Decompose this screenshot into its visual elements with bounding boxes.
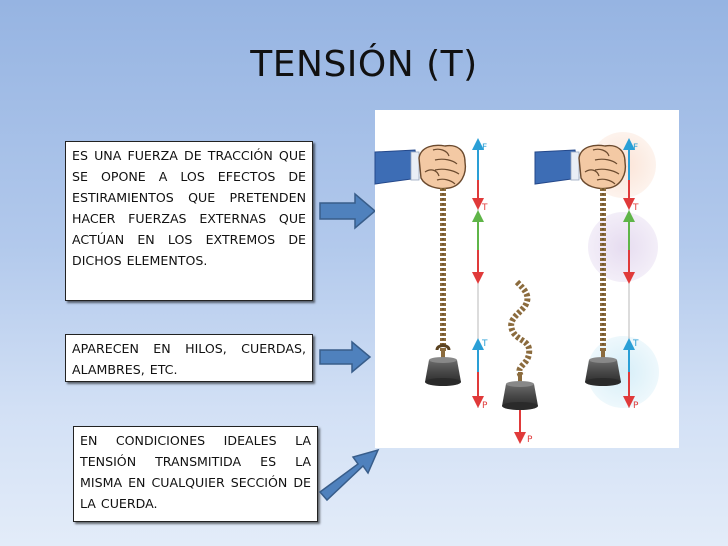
- occurrence-textbox: APARECEN EN HILOS, CUERDAS, ALAMBRES, ET…: [65, 334, 313, 382]
- right-setup: F T T P: [534, 138, 639, 411]
- middle-setup: P: [502, 279, 538, 445]
- weight-left-icon: [425, 344, 461, 386]
- label-p-left: P: [482, 401, 488, 411]
- fist-left-icon: [418, 144, 467, 190]
- slide-title: TENSIÓN (T): [250, 44, 478, 85]
- label-p-right: P: [633, 401, 639, 411]
- label-f-left: F: [482, 143, 487, 153]
- label-t-left-1: T: [481, 203, 488, 213]
- weight-right-icon: [585, 348, 621, 386]
- label-t-right-1: T: [632, 203, 639, 213]
- arrow-diagonal-3: [318, 448, 380, 502]
- definition-textbox: ES UNA FUERZA DE TRACCIÓN QUE SE OPONE A…: [65, 141, 313, 301]
- tension-illustration: F T T P: [374, 110, 679, 448]
- weight-middle-icon: [502, 372, 538, 410]
- arrow-right-2: [319, 340, 372, 374]
- label-t-right-2: T: [632, 339, 639, 349]
- highlight-circle-middle: [588, 212, 658, 282]
- arrow-right-1: [319, 192, 377, 230]
- label-f-right: F: [633, 143, 638, 153]
- left-setup: F T T P: [374, 138, 488, 411]
- ideal-conditions-textbox: EN CONDICIONES IDEALES LA TENSIÓN TRANSM…: [73, 426, 318, 522]
- label-p-middle: P: [527, 435, 533, 445]
- label-t-left-2: T: [481, 339, 488, 349]
- fist-right-icon: [578, 144, 627, 190]
- rope-slack: [508, 279, 533, 378]
